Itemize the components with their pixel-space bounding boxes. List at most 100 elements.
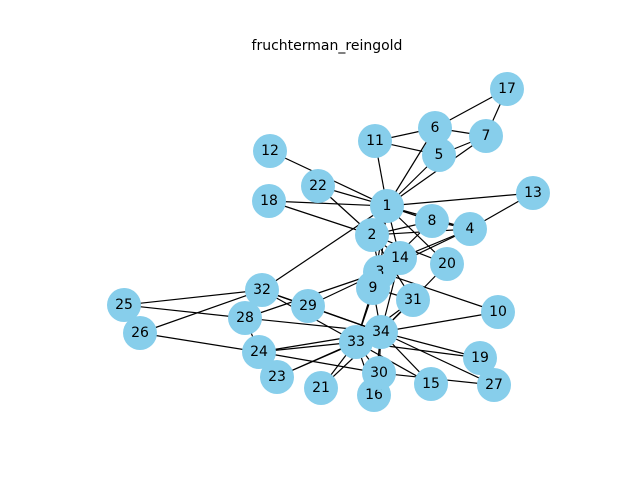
node-label: 11: [366, 133, 384, 149]
node-label: 14: [391, 250, 409, 266]
node-label: 4: [466, 221, 475, 237]
node-circle: [477, 368, 511, 402]
node-circle: [358, 124, 392, 158]
node-20: 20: [430, 247, 464, 281]
node-label: 5: [435, 147, 444, 163]
node-label: 33: [347, 334, 365, 350]
node-circle: [304, 371, 338, 405]
node-circle: [422, 138, 456, 172]
node-circle: [370, 189, 404, 223]
node-24: 24: [242, 335, 276, 369]
node-label: 15: [422, 376, 440, 392]
node-27: 27: [477, 368, 511, 402]
node-label: 6: [431, 120, 440, 136]
node-circle: [355, 218, 389, 252]
node-circle: [469, 119, 503, 153]
node-circle: [362, 356, 396, 390]
node-circle: [396, 283, 430, 317]
node-circle: [414, 367, 448, 401]
edge-26-32: [139, 289, 263, 334]
node-11: 11: [358, 124, 392, 158]
node-29: 29: [291, 289, 325, 323]
node-circle: [123, 316, 157, 350]
edge-1-18: [268, 200, 388, 207]
node-23: 23: [260, 360, 294, 394]
edge-27-34: [380, 331, 495, 386]
node-21: 21: [304, 371, 338, 405]
node-circle: [383, 241, 417, 275]
node-2: 2: [355, 218, 389, 252]
node-circle: [291, 289, 325, 323]
node-10: 10: [481, 295, 515, 329]
node-circle: [453, 212, 487, 246]
edge-19-34: [380, 331, 481, 359]
node-31: 31: [396, 283, 430, 317]
node-label: 20: [438, 256, 456, 272]
node-label: 3: [376, 264, 385, 280]
node-22: 22: [301, 169, 335, 203]
node-label: 10: [489, 304, 507, 320]
node-label: 32: [253, 282, 271, 298]
edge-24-30: [258, 351, 380, 374]
node-9: 9: [356, 271, 390, 305]
node-label: 13: [524, 185, 542, 201]
node-circle: [418, 111, 452, 145]
node-circle: [253, 134, 287, 168]
edge-10-34: [380, 311, 499, 333]
node-circle: [516, 176, 550, 210]
edge-1-13: [386, 192, 534, 207]
edge-25-32: [123, 289, 263, 306]
node-8: 8: [415, 204, 449, 238]
node-18: 18: [252, 184, 286, 218]
node-circle: [107, 288, 141, 322]
node-label: 16: [365, 387, 383, 403]
edge-25-28: [123, 304, 246, 319]
node-28: 28: [228, 301, 262, 335]
node-15: 15: [414, 367, 448, 401]
node-12: 12: [253, 134, 287, 168]
node-circle: [242, 335, 276, 369]
node-circle: [252, 184, 286, 218]
node-19: 19: [463, 341, 497, 375]
node-circle: [301, 169, 335, 203]
node-label: 34: [372, 324, 390, 340]
node-label: 28: [236, 310, 254, 326]
node-circle: [364, 315, 398, 349]
node-label: 9: [369, 280, 378, 296]
node-label: 29: [299, 298, 317, 314]
node-label: 19: [471, 350, 489, 366]
node-5: 5: [422, 138, 456, 172]
node-label: 1: [383, 198, 392, 214]
node-label: 25: [115, 297, 133, 313]
node-circle: [430, 247, 464, 281]
node-circle: [415, 204, 449, 238]
node-26: 26: [123, 316, 157, 350]
node-circle: [481, 295, 515, 329]
node-4: 4: [453, 212, 487, 246]
node-25: 25: [107, 288, 141, 322]
node-circle: [245, 273, 279, 307]
node-17: 17: [490, 72, 524, 106]
node-label: 26: [131, 325, 149, 341]
node-label: 7: [482, 128, 491, 144]
node-6: 6: [418, 111, 452, 145]
node-32: 32: [245, 273, 279, 307]
node-label: 27: [485, 377, 503, 393]
edge-3-10: [379, 271, 499, 313]
node-label: 24: [250, 344, 268, 360]
node-label: 22: [309, 178, 327, 194]
edge-2-18: [268, 200, 373, 236]
node-circle: [463, 341, 497, 375]
node-label: 23: [268, 369, 286, 385]
figure-title: fruchterman_reingold: [252, 38, 403, 54]
node-30: 30: [362, 356, 396, 390]
node-circle: [356, 271, 390, 305]
node-label: 18: [260, 193, 278, 209]
node-circle: [260, 360, 294, 394]
node-1: 1: [370, 189, 404, 223]
node-label: 17: [498, 81, 516, 97]
node-label: 30: [370, 365, 388, 381]
